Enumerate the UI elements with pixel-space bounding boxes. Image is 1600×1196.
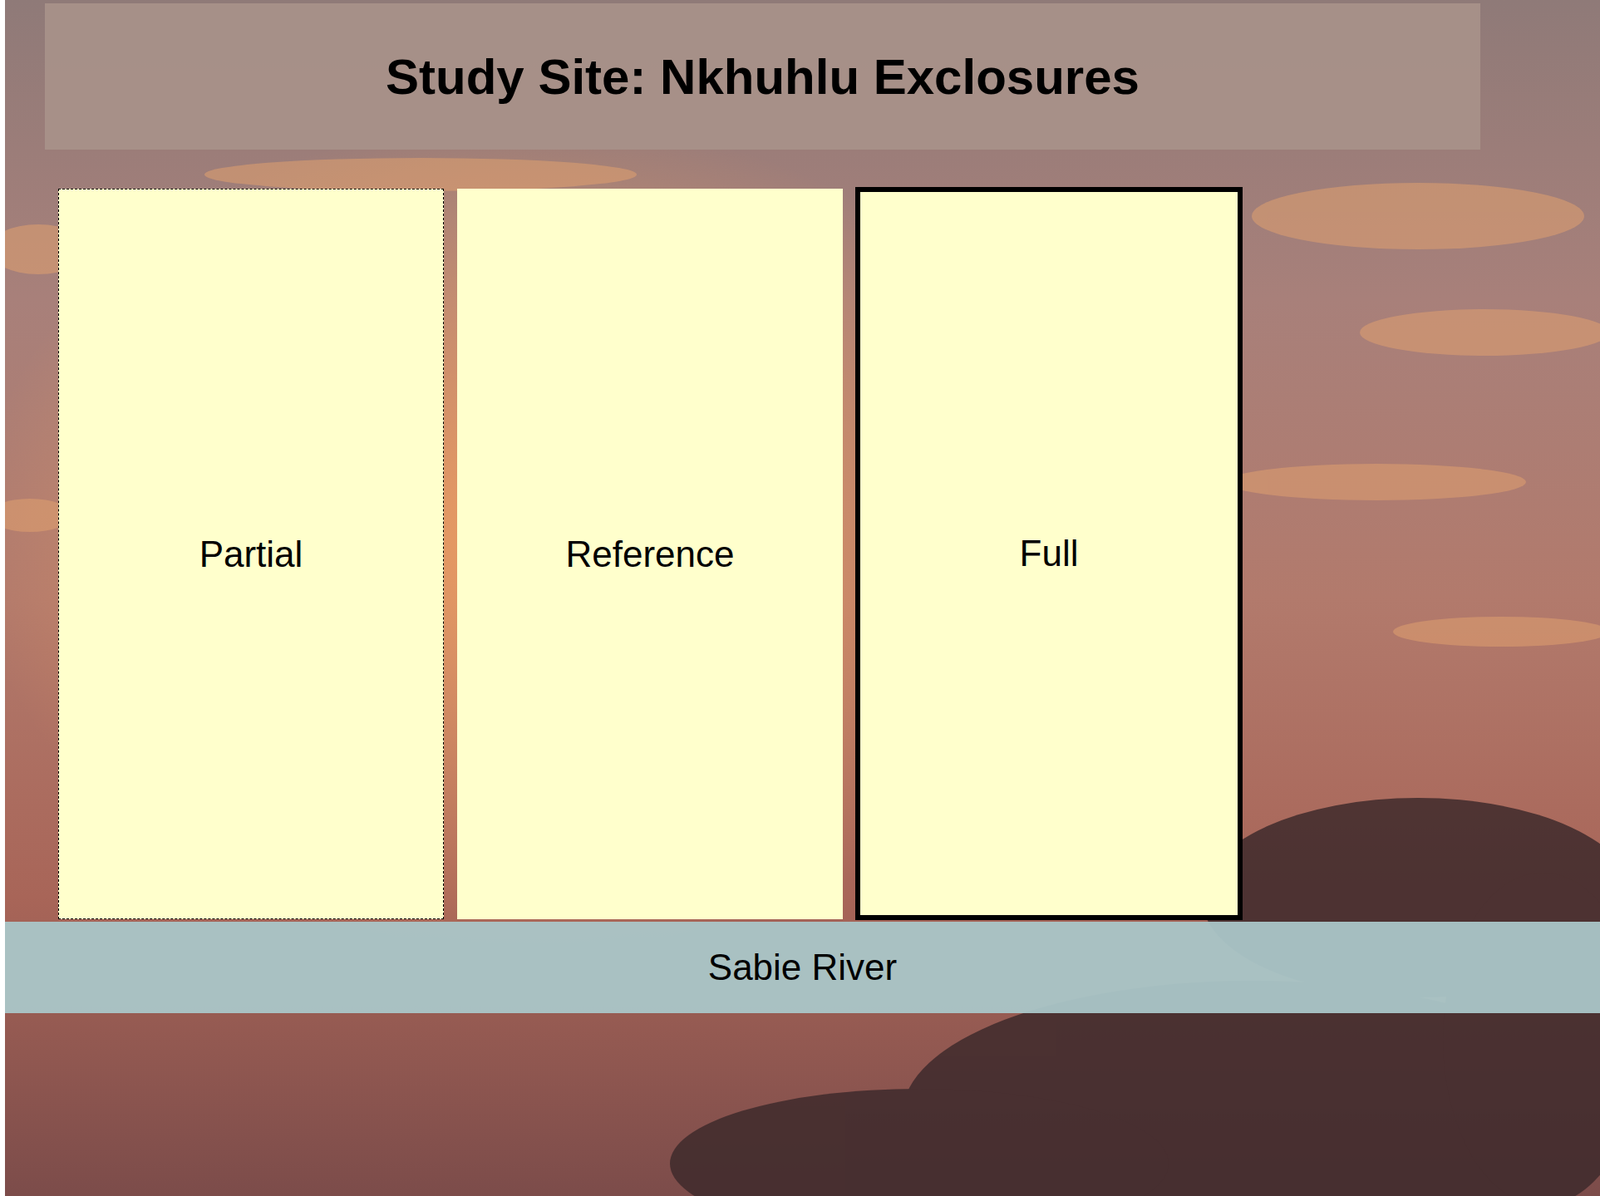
river-label: Sabie River [708, 946, 897, 989]
plot-label: Full [1019, 532, 1079, 575]
river-band: Sabie River [4, 921, 1600, 1014]
plot-box: Partial [58, 188, 444, 920]
plot-label: Partial [199, 533, 304, 576]
plot-label: Reference [565, 533, 734, 576]
title-band: Study Site: Nkhuhlu Exclosures [44, 3, 1481, 150]
plot-box: Reference [457, 188, 843, 920]
plot-box: Full [855, 187, 1243, 921]
title-text: Study Site: Nkhuhlu Exclosures [385, 48, 1140, 106]
